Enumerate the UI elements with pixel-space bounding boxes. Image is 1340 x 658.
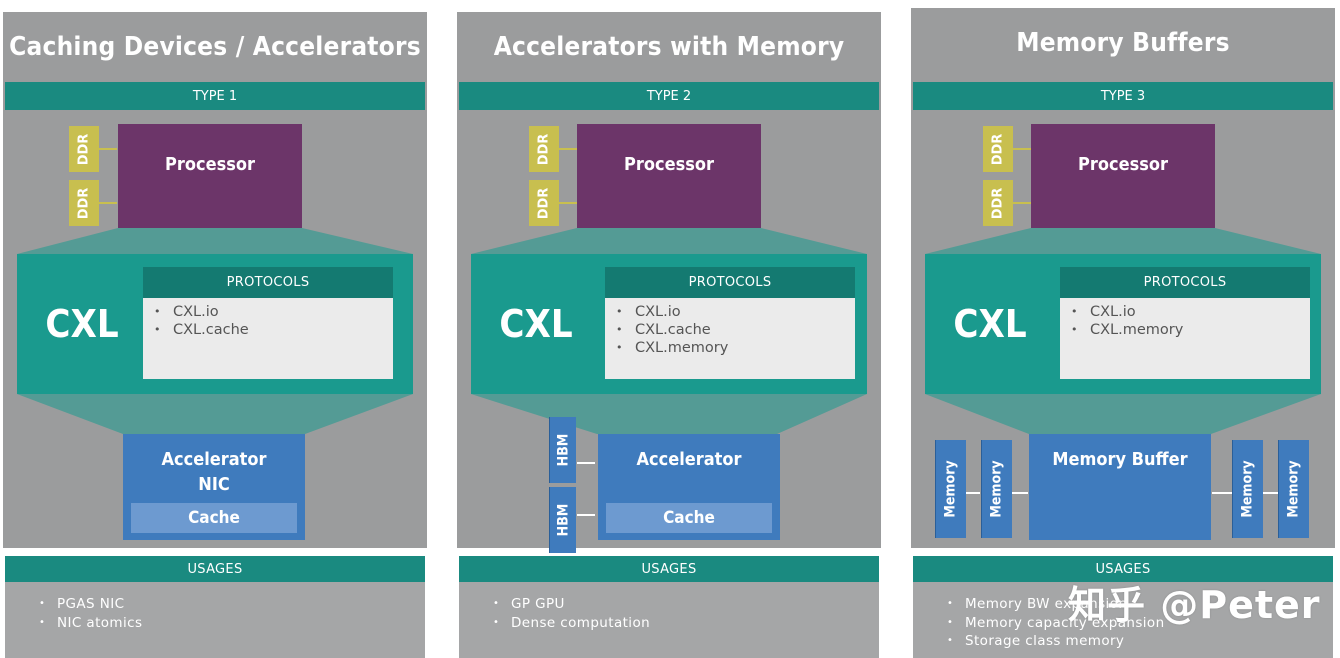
type3-usage-item: Storage class memory (947, 632, 1333, 651)
type2-hbm-1: HBM (549, 417, 576, 483)
type1-ddr-1: DDR (69, 126, 99, 172)
type3-protocols-header: PROTOCOLS (1060, 267, 1310, 298)
type3-cxl-funnel (925, 228, 1321, 434)
type2-processor: Processor (577, 124, 761, 228)
type1-ddr-link-1 (99, 148, 117, 150)
type3-usages-header: USAGES (913, 556, 1333, 582)
type1-column: Caching Devices / Accelerators TYPE 1 DD… (3, 0, 427, 658)
type3-memory-link-2 (1012, 492, 1028, 494)
type2-hbm-link-2 (577, 514, 595, 516)
type1-label: TYPE 1 (5, 82, 425, 110)
type3-memory-link-4 (1263, 492, 1278, 494)
type2-protocol-item: CXL.cache (616, 321, 855, 339)
type3-memory-buffer: Memory Buffer (1029, 434, 1211, 540)
type1-usage-item: PGAS NIC (39, 595, 425, 614)
type3-usage-item: Memory capacity expansion (947, 614, 1333, 633)
type2-label: TYPE 2 (459, 82, 879, 110)
type1-accelerator-nic: Accelerator NIC Cache (123, 434, 305, 540)
type3-protocol-item: CXL.memory (1071, 321, 1310, 339)
type1-cache: Cache (131, 503, 297, 533)
type1-protocol-item: CXL.cache (154, 321, 393, 339)
type1-cxl-label: CXL (45, 302, 119, 346)
type2-accelerator: Accelerator Cache (598, 434, 780, 540)
type2-usages: GP GPU Dense computation (459, 582, 879, 658)
type1-processor: Processor (118, 124, 302, 228)
type3-protocol-item: CXL.io (1071, 303, 1310, 321)
type3-ddr-link-2 (1013, 202, 1031, 204)
type1-ddr-2: DDR (69, 180, 99, 226)
type2-column: Accelerators with Memory TYPE 2 DDR DDR … (457, 0, 881, 658)
type2-usage-item: GP GPU (493, 595, 879, 614)
type2-cxl-label: CXL (499, 302, 573, 346)
type2-protocol-item: CXL.io (616, 303, 855, 321)
type2-protocol-item: CXL.memory (616, 339, 855, 357)
type3-memory-4: Memory (1278, 440, 1309, 538)
type1-title: Caching Devices / Accelerators (9, 32, 421, 62)
type3-cxl-label: CXL (953, 302, 1027, 346)
type3-memory-2: Memory (981, 440, 1012, 538)
type3-memory-1: Memory (935, 440, 966, 538)
type1-device-subtitle: NIC (198, 474, 230, 495)
type1-protocol-item: CXL.io (154, 303, 393, 321)
type1-device-title: Accelerator (161, 449, 267, 470)
type3-memory-link-3 (1212, 492, 1232, 494)
type2-device-title: Accelerator (636, 449, 742, 470)
type2-ddr-link-2 (559, 202, 577, 204)
type2-usages-header: USAGES (459, 556, 879, 582)
type1-ddr-link-2 (99, 202, 117, 204)
type3-ddr-link-1 (1013, 148, 1031, 150)
watermark: 知乎 @Peter (1068, 583, 1321, 627)
type3-device-title: Memory Buffer (1052, 449, 1188, 470)
type2-protocols: PROTOCOLS CXL.io CXL.cache CXL.memory (605, 267, 855, 379)
type2-cache: Cache (606, 503, 772, 533)
type2-hbm-link-1 (577, 462, 595, 464)
type3-title: Memory Buffers (1016, 28, 1230, 58)
type2-usage-item: Dense computation (493, 614, 879, 633)
type2-ddr-link-1 (559, 148, 577, 150)
type1-protocols: PROTOCOLS CXL.io CXL.cache (143, 267, 393, 379)
type3-ddr-1: DDR (983, 126, 1013, 172)
type3-protocols: PROTOCOLS CXL.io CXL.memory (1060, 267, 1310, 379)
type2-title: Accelerators with Memory (493, 32, 845, 62)
type3-memory-link-1 (966, 492, 980, 494)
type1-usages-header: USAGES (5, 556, 425, 582)
type1-protocols-header: PROTOCOLS (143, 267, 393, 298)
type3-usage-item: Memory BW expansion (947, 595, 1333, 614)
type2-ddr-1: DDR (529, 126, 559, 172)
type2-protocols-header: PROTOCOLS (605, 267, 855, 298)
type3-usages: Memory BW expansion Memory capacity expa… (913, 582, 1333, 658)
type3-ddr-2: DDR (983, 180, 1013, 226)
type1-usage-item: NIC atomics (39, 614, 425, 633)
type3-label: TYPE 3 (913, 82, 1333, 110)
type3-column: Memory Buffers TYPE 3 DDR DDR Processor … (911, 0, 1335, 658)
type1-cxl-funnel (17, 228, 413, 434)
type1-usages: PGAS NIC NIC atomics (5, 582, 425, 658)
type3-memory-3: Memory (1232, 440, 1263, 538)
type2-hbm-2: HBM (549, 487, 576, 553)
type3-processor: Processor (1031, 124, 1215, 228)
type2-ddr-2: DDR (529, 180, 559, 226)
